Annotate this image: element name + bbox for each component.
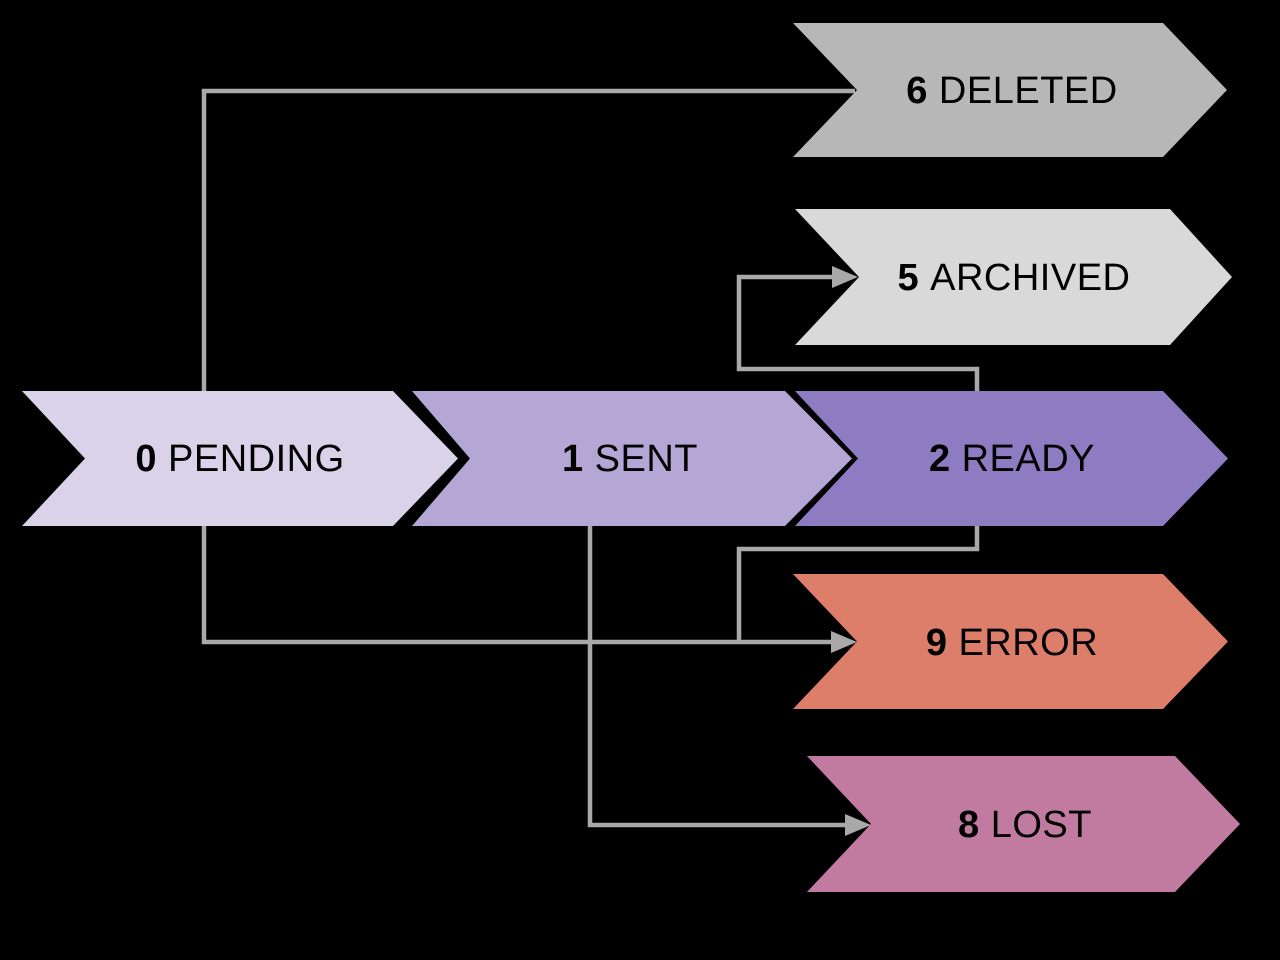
state-code-deleted: 6 [906, 70, 928, 112]
arrowhead-archived-icon [832, 266, 858, 288]
state-name-pending: PENDING [168, 438, 345, 480]
state-shape-ready [795, 391, 1228, 526]
state-code-sent: 1 [562, 438, 584, 480]
state-label-deleted: 6 DELETED [906, 70, 1117, 112]
connector-sent-to-lost [587, 526, 847, 828]
state-name-lost: LOST [991, 804, 1092, 846]
state-label-ready: 2 READY [929, 438, 1095, 480]
state-code-archived: 5 [897, 257, 919, 299]
state-shape-deleted [793, 23, 1227, 157]
connector-pending-to-error [201, 526, 833, 645]
state-code-lost: 8 [958, 804, 980, 846]
arrowhead-error-icon [831, 631, 857, 653]
arrowhead-lost-icon [845, 814, 871, 836]
state-shape-pending [22, 391, 458, 526]
state-code-ready: 2 [929, 438, 951, 480]
state-name-sent: SENT [595, 438, 698, 480]
state-label-sent: 1 SENT [562, 438, 698, 480]
state-shape-archived [795, 209, 1232, 345]
state-name-archived: ARCHIVED [930, 257, 1130, 299]
state-label-lost: 8 LOST [958, 804, 1092, 846]
state-label-archived: 5 ARCHIVED [897, 257, 1130, 299]
state-code-error: 9 [926, 622, 948, 664]
state-code-pending: 0 [135, 438, 157, 480]
connector-pending-to-deleted [201, 88, 855, 391]
state-shape-lost [807, 756, 1240, 892]
connector-ready-to-error [736, 526, 980, 642]
state-label-pending: 0 PENDING [135, 438, 344, 480]
state-name-deleted: DELETED [939, 70, 1118, 112]
state-shape-sent [412, 391, 852, 526]
state-name-ready: READY [962, 438, 1095, 480]
state-shape-error [793, 574, 1228, 709]
connector-ready-to-archived [736, 274, 980, 391]
state-name-error: ERROR [958, 622, 1098, 664]
